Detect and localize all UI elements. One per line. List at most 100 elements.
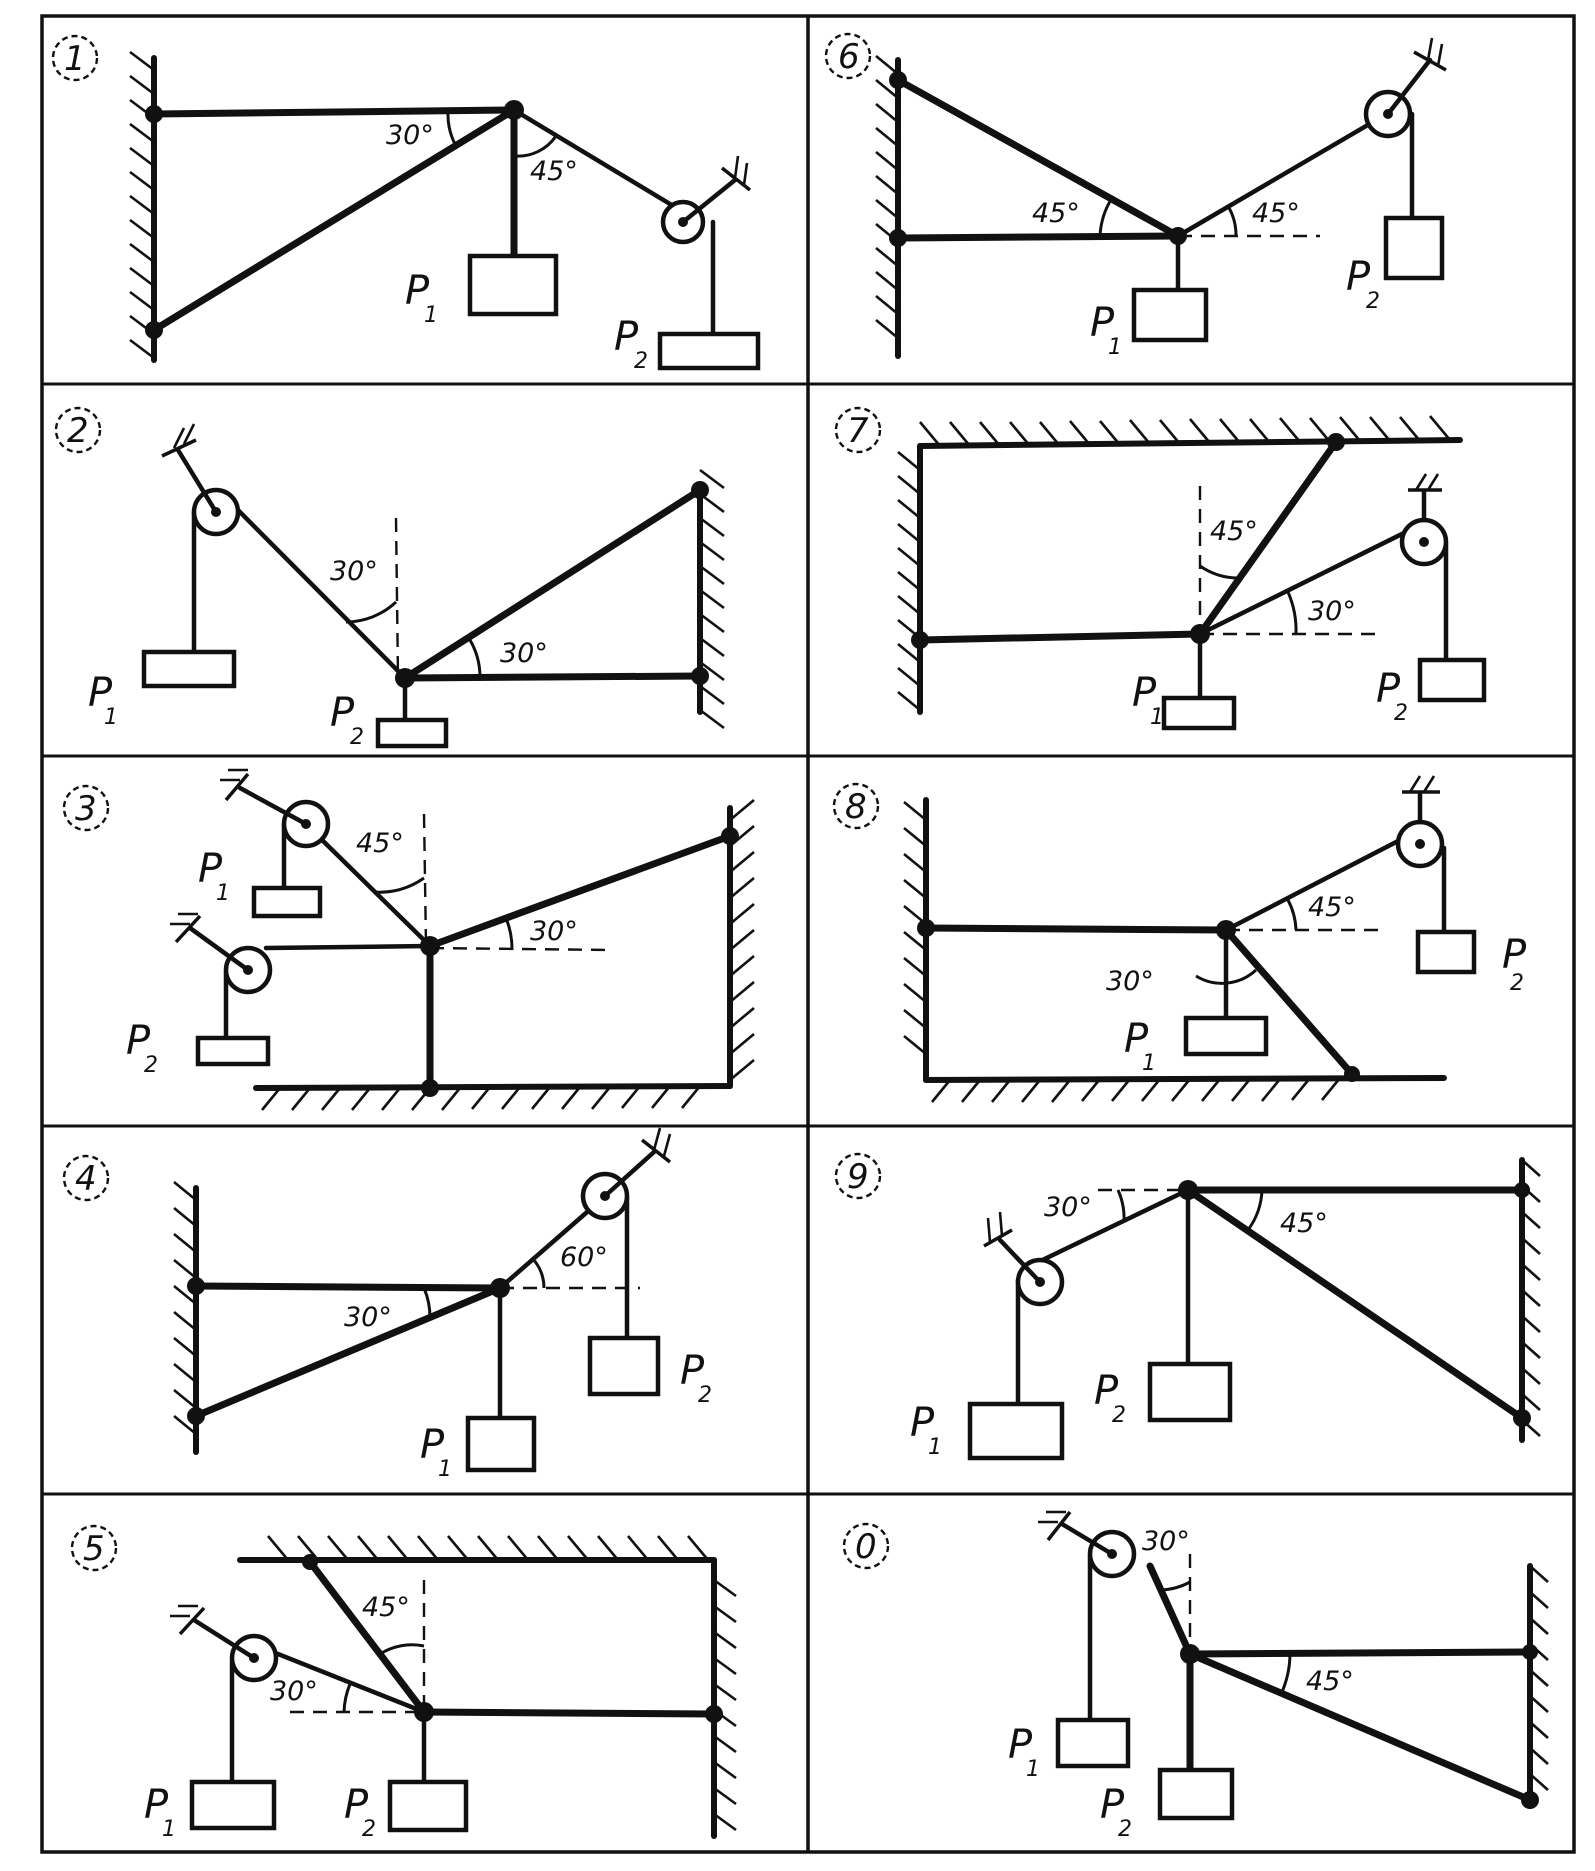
panel-number: 3 bbox=[75, 789, 97, 829]
panel-number-circle bbox=[62, 784, 110, 832]
cable-to-pulley bbox=[1175, 109, 1393, 239]
panel-number-circle bbox=[824, 32, 872, 80]
pulley-mount-hatching bbox=[983, 1211, 1013, 1248]
wall-hatching bbox=[1529, 1565, 1549, 1791]
angle-label: 45° bbox=[356, 828, 404, 859]
load-subscript: 1 bbox=[1150, 705, 1164, 730]
panel-number: 0 bbox=[855, 1527, 877, 1567]
load-subscript: 1 bbox=[424, 303, 438, 328]
joint bbox=[911, 631, 929, 649]
angle-arc bbox=[1159, 1580, 1191, 1592]
joint bbox=[145, 105, 163, 123]
angle-label: 45° bbox=[1032, 198, 1080, 229]
panel-number-circle bbox=[834, 1152, 882, 1200]
pulley-mount-hatching bbox=[640, 1127, 672, 1164]
wall-hatching bbox=[173, 1180, 197, 1436]
joint bbox=[917, 919, 935, 937]
angle-label: 30° bbox=[1142, 1526, 1190, 1557]
load-label: P bbox=[330, 690, 355, 736]
joint bbox=[691, 481, 709, 499]
weight-block bbox=[141, 649, 237, 689]
load-label: P bbox=[1094, 1368, 1119, 1414]
joint bbox=[1180, 1644, 1200, 1664]
joint bbox=[1521, 1791, 1539, 1809]
floor-hatching bbox=[930, 1077, 1342, 1103]
weight-block bbox=[189, 1779, 277, 1831]
panel-number-circle bbox=[51, 34, 99, 82]
cable-to-pulley bbox=[497, 1203, 597, 1291]
angle-label: 30° bbox=[500, 638, 548, 669]
joint bbox=[145, 321, 163, 339]
angle-arc bbox=[504, 917, 514, 951]
load-label: P bbox=[1376, 666, 1401, 712]
angle-label: 60° bbox=[560, 1242, 608, 1273]
angle-label: 30° bbox=[1044, 1192, 1092, 1223]
load-subscript: 1 bbox=[1026, 1757, 1040, 1782]
angle-arc bbox=[342, 1683, 352, 1713]
angle-label: 45° bbox=[1252, 198, 1300, 229]
angle-label: 45° bbox=[1308, 892, 1356, 923]
load-label: P bbox=[126, 1018, 151, 1064]
pulley-mount-hatching bbox=[1402, 775, 1440, 794]
joint bbox=[187, 1277, 205, 1295]
joint bbox=[504, 100, 524, 120]
load-label: P bbox=[1502, 932, 1527, 978]
panel-0: 0 30° 45° P 1 P 2 bbox=[842, 1510, 1549, 1842]
load-label: P bbox=[344, 1782, 369, 1828]
weight-block bbox=[1383, 215, 1445, 281]
diagonal-rod bbox=[401, 486, 704, 682]
pulley-mount bbox=[175, 447, 219, 515]
weight-block bbox=[657, 331, 761, 371]
load-label: P bbox=[1100, 1782, 1125, 1828]
pulley-mount bbox=[191, 1617, 257, 1661]
panel-number-circle bbox=[834, 406, 882, 454]
floor-hatching bbox=[260, 1085, 702, 1111]
load-subscript: 2 bbox=[698, 1383, 712, 1408]
angle-label: 30° bbox=[270, 1676, 318, 1707]
joint bbox=[490, 1278, 510, 1298]
angle-arc bbox=[1199, 564, 1241, 580]
load-subscript: 2 bbox=[144, 1053, 158, 1078]
cable-to-pulley bbox=[511, 107, 683, 213]
panel-number: 6 bbox=[838, 37, 860, 77]
diagonal-rod bbox=[1184, 1186, 1526, 1422]
joint bbox=[414, 1702, 434, 1722]
angle-arc bbox=[468, 639, 482, 677]
weight-block bbox=[1415, 929, 1477, 975]
ceiling-hatching bbox=[267, 1535, 709, 1561]
angle-arc bbox=[1280, 1653, 1292, 1693]
angle-arc bbox=[530, 1256, 546, 1289]
horizontal-rod bbox=[1186, 1648, 1534, 1658]
joint bbox=[421, 1079, 439, 1097]
joint bbox=[1514, 1182, 1530, 1198]
angle-arc bbox=[1286, 899, 1298, 931]
load-label: P bbox=[1008, 1722, 1033, 1768]
pulley-mount bbox=[602, 1149, 657, 1199]
load-label: P bbox=[198, 846, 223, 892]
load-label: P bbox=[1090, 300, 1115, 346]
fixed-floor bbox=[253, 1083, 733, 1091]
panel-number: 8 bbox=[845, 787, 867, 827]
angle-arc bbox=[1246, 1189, 1264, 1231]
load-subscript: 2 bbox=[1118, 1817, 1132, 1842]
horizontal-rod bbox=[922, 924, 1230, 934]
load-subscript: 1 bbox=[104, 705, 118, 730]
angle-label: 30° bbox=[330, 556, 378, 587]
angle-arc bbox=[1098, 197, 1114, 237]
angle-arc bbox=[379, 1643, 425, 1656]
joint bbox=[889, 71, 907, 89]
horizontal-rod bbox=[192, 1282, 504, 1292]
load-subscript: 1 bbox=[162, 1817, 176, 1842]
angle-arc bbox=[373, 876, 425, 894]
joint bbox=[187, 1407, 205, 1425]
joint bbox=[395, 668, 415, 688]
cable-to-pulley bbox=[265, 1647, 427, 1715]
load-subscript: 2 bbox=[634, 349, 648, 374]
pulley-axle bbox=[1419, 537, 1429, 547]
angle-label: 45° bbox=[530, 156, 578, 187]
weight-block bbox=[587, 1335, 661, 1397]
wall-hatching bbox=[875, 54, 899, 340]
load-subscript: 2 bbox=[1510, 971, 1524, 996]
weight-block bbox=[1131, 287, 1209, 343]
joint bbox=[1522, 1644, 1538, 1660]
